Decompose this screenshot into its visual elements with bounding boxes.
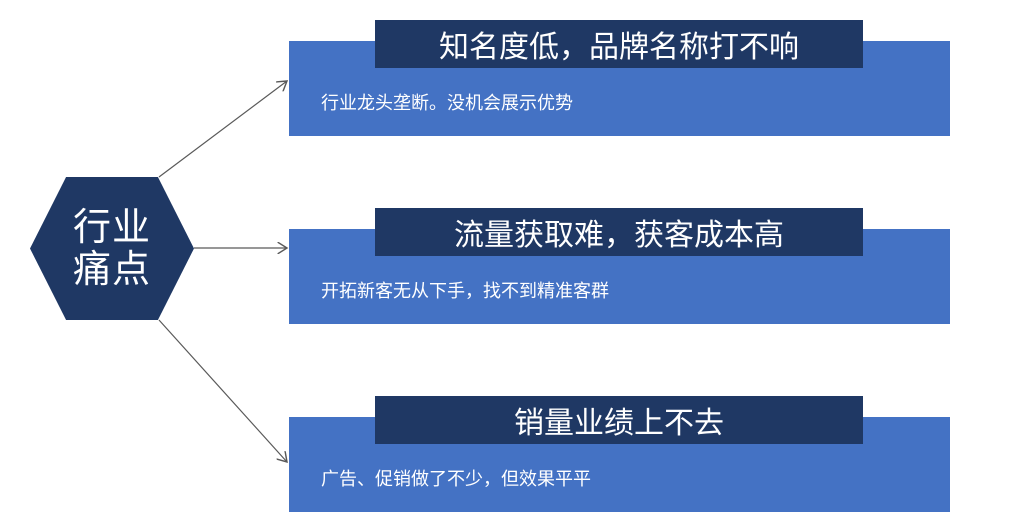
- pain-point-title-3: 销量业绩上不去: [375, 396, 863, 444]
- pain-point-description-3: 广告、促销做了不少，但效果平平: [321, 469, 591, 490]
- pain-point-title-1: 知名度低，品牌名称打不响: [375, 20, 863, 68]
- hexagon-shape: [30, 177, 194, 320]
- pain-point-description-2: 开拓新客无从下手，找不到精准客群: [321, 281, 609, 302]
- arrow-to-item-1: [158, 81, 287, 178]
- hexagon-line-2: 痛点: [72, 246, 151, 291]
- pain-point-description-1: 行业龙头垄断。没机会展示优势: [321, 93, 573, 114]
- central-hexagon: 行业 痛点: [30, 177, 194, 320]
- pain-point-title-2: 流量获取难，获客成本高: [375, 208, 863, 256]
- hexagon-label: 行业 痛点: [30, 177, 194, 320]
- arrow-to-item-3: [158, 319, 287, 462]
- hexagon-line-1: 行业: [72, 205, 151, 250]
